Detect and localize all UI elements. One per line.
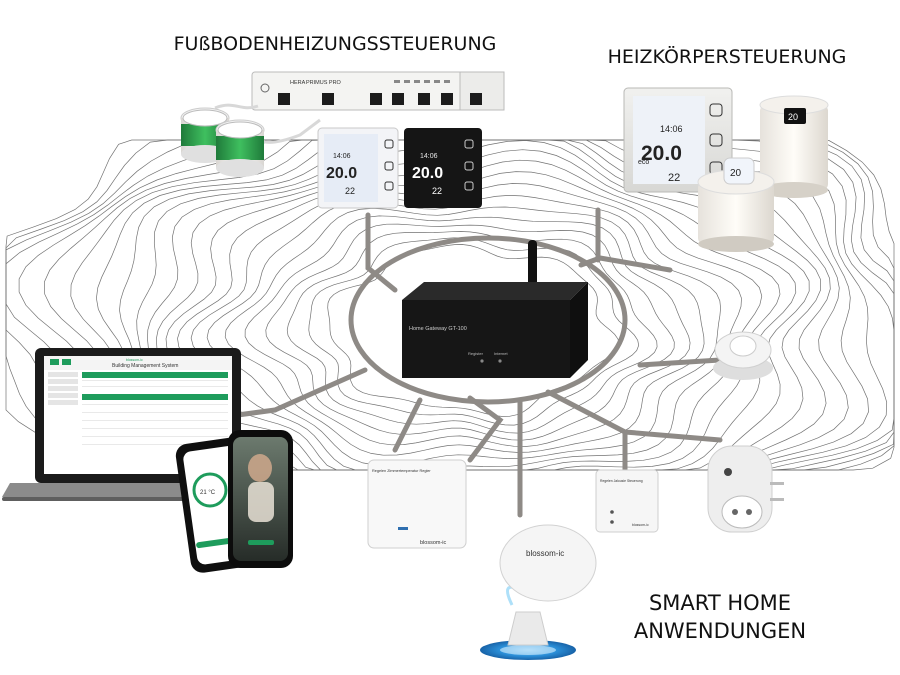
controller-model: PRIMUS PRO — [306, 80, 342, 86]
leak-sensor-brand: blossom-ic — [526, 549, 564, 558]
smart-home-label-line2: ANWENDUNGEN — [634, 619, 806, 643]
floor-heating-label: FUßBODENHEIZUNGSSTEUERUNG — [174, 33, 497, 55]
trv-back-display: 20 — [788, 112, 798, 122]
home-gateway: Home Gateway GT-100 Register Internet — [402, 240, 588, 378]
gateway-name: Home Gateway GT-100 — [409, 326, 467, 332]
room-controller-label: Regelen Zimmertemperatur Regler — [372, 469, 431, 473]
wave-contour — [177, 171, 763, 471]
thermostat-temp: 20.0 — [326, 165, 357, 182]
thermostat-set-temp: 22 — [345, 186, 355, 196]
phone-temp: 21 °C — [200, 490, 216, 496]
panel-set-temp: 22 — [668, 172, 680, 184]
radiator-label: HEIZKÖRPERSTEUERUNG — [608, 45, 847, 68]
thermostat-time: 14:06 — [333, 153, 351, 160]
radiator-thermostat-panel: 14:06 20.0 eco 22 — [623, 87, 733, 193]
shutter-controller: Regelen Jalousie Steuerung blossom-ic — [595, 469, 659, 533]
wave-contour — [265, 223, 675, 441]
wave-contour — [327, 244, 620, 417]
thermostat-set-temp-dark: 22 — [432, 186, 442, 196]
wave-contour — [244, 215, 691, 447]
smart-home-label-line1: SMART HOME — [649, 591, 791, 615]
hera-primus-controller: HERA PRIMUS PRO — [251, 71, 505, 111]
trv-front: 20 — [697, 157, 775, 252]
thermostat-time-dark: 14:06 — [420, 153, 438, 160]
wave-contour — [165, 159, 781, 471]
radiator-group: 14:06 20.0 eco 22 20 20 — [623, 87, 829, 252]
trv-front-display: 20 — [730, 168, 742, 179]
bms-title: Building Management System — [112, 363, 178, 369]
room-controller-brand: blossom-ic — [420, 540, 447, 546]
wave-contour — [286, 231, 658, 434]
led-internet-label: Internet — [494, 351, 508, 356]
connection-wires — [197, 207, 723, 518]
phone-image — [228, 430, 293, 568]
valve-actuator-2 — [215, 119, 265, 177]
bms-brand: blossom-ic — [126, 358, 143, 362]
panel-time: 14:06 — [660, 124, 683, 134]
water-leak-sensor: blossom-ic — [480, 524, 597, 660]
wave-contour — [224, 206, 705, 456]
panel-temp: 20.0 — [641, 142, 682, 165]
room-temperature-controller: Regelen Zimmertemperatur Regler blossom-… — [367, 459, 467, 549]
led-register-label: Register — [468, 351, 484, 356]
floor-heating-group: HERA PRIMUS PRO 14:06 20.0 22 — [180, 71, 505, 209]
wave-contour — [190, 183, 742, 471]
thermostat-temp-dark: 20.0 — [412, 165, 443, 182]
controller-brand: HERA — [290, 80, 306, 86]
floor-thermostat-black: 14:06 20.0 22 — [404, 128, 482, 208]
shutter-controller-brand: blossom-ic — [632, 523, 649, 527]
shutter-controller-label: Regelen Jalousie Steuerung — [600, 479, 643, 483]
trv-back: 20 — [759, 95, 829, 198]
motion-sensor — [713, 331, 773, 380]
floor-thermostat-white: 14:06 20.0 22 — [317, 127, 399, 209]
panel-eco: eco — [638, 159, 649, 166]
smart-plug — [707, 445, 784, 533]
